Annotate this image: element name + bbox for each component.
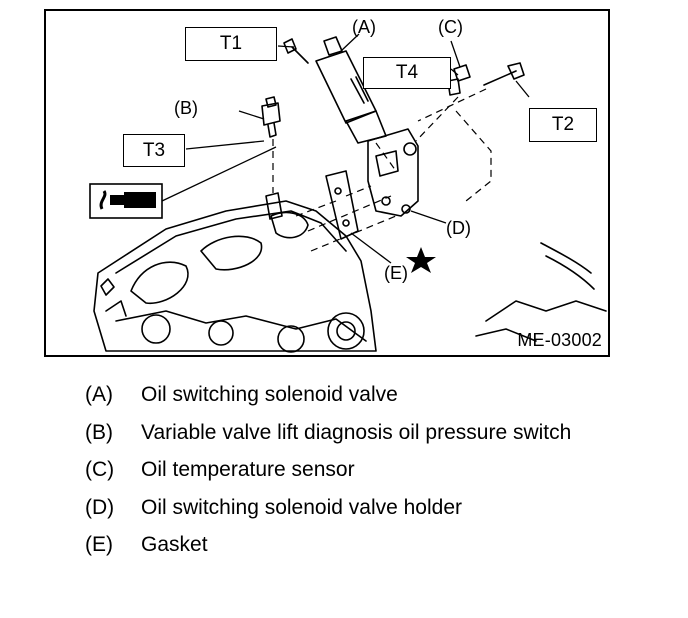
- parts-legend: (A) Oil switching solenoid valve (B) Var…: [85, 383, 675, 571]
- parts-diagram: T1 T4 T2 T3 (A) (C) (B) (D) (E) ME-03002: [44, 9, 610, 357]
- part-label-d: (D): [446, 218, 471, 238]
- legend-item: (C) Oil temperature sensor: [85, 458, 675, 496]
- part-label-e: (E): [384, 263, 408, 283]
- legend-item: (D) Oil switching solenoid valve holder: [85, 496, 675, 534]
- part-label-b: (B): [174, 98, 198, 118]
- legend-item: (E) Gasket: [85, 533, 675, 571]
- legend-item: (A) Oil switching solenoid valve: [85, 383, 675, 421]
- legend-key: (B): [85, 420, 113, 444]
- legend-text: Variable valve lift diagnosis oil pressu…: [141, 420, 572, 444]
- legend-item: (B) Variable valve lift diagnosis oil pr…: [85, 421, 675, 459]
- legend-text: Oil switching solenoid valve holder: [141, 495, 462, 519]
- legend-key: (C): [85, 458, 115, 481]
- legend-key: (A): [85, 383, 113, 406]
- legend-key: (D): [85, 495, 115, 519]
- part-label-c: (C): [438, 17, 463, 37]
- figure-id: ME-03002: [517, 330, 602, 350]
- sealant-icon: [89, 183, 163, 219]
- legend-text: Gasket: [141, 533, 208, 556]
- legend-key: (E): [85, 533, 113, 556]
- legend-text: Oil temperature sensor: [141, 458, 355, 481]
- engine-drawing: [89, 33, 607, 353]
- part-label-a: (A): [352, 17, 376, 37]
- torque-callout-t4: T4: [363, 57, 451, 89]
- star-icon: [406, 247, 436, 273]
- torque-callout-t1: T1: [185, 27, 277, 61]
- gasket: [325, 170, 359, 240]
- torque-callout-t3: T3: [123, 134, 185, 167]
- legend-text: Oil switching solenoid valve: [141, 383, 398, 406]
- torque-callout-t2: T2: [529, 108, 597, 142]
- cylinder-head: [93, 200, 377, 352]
